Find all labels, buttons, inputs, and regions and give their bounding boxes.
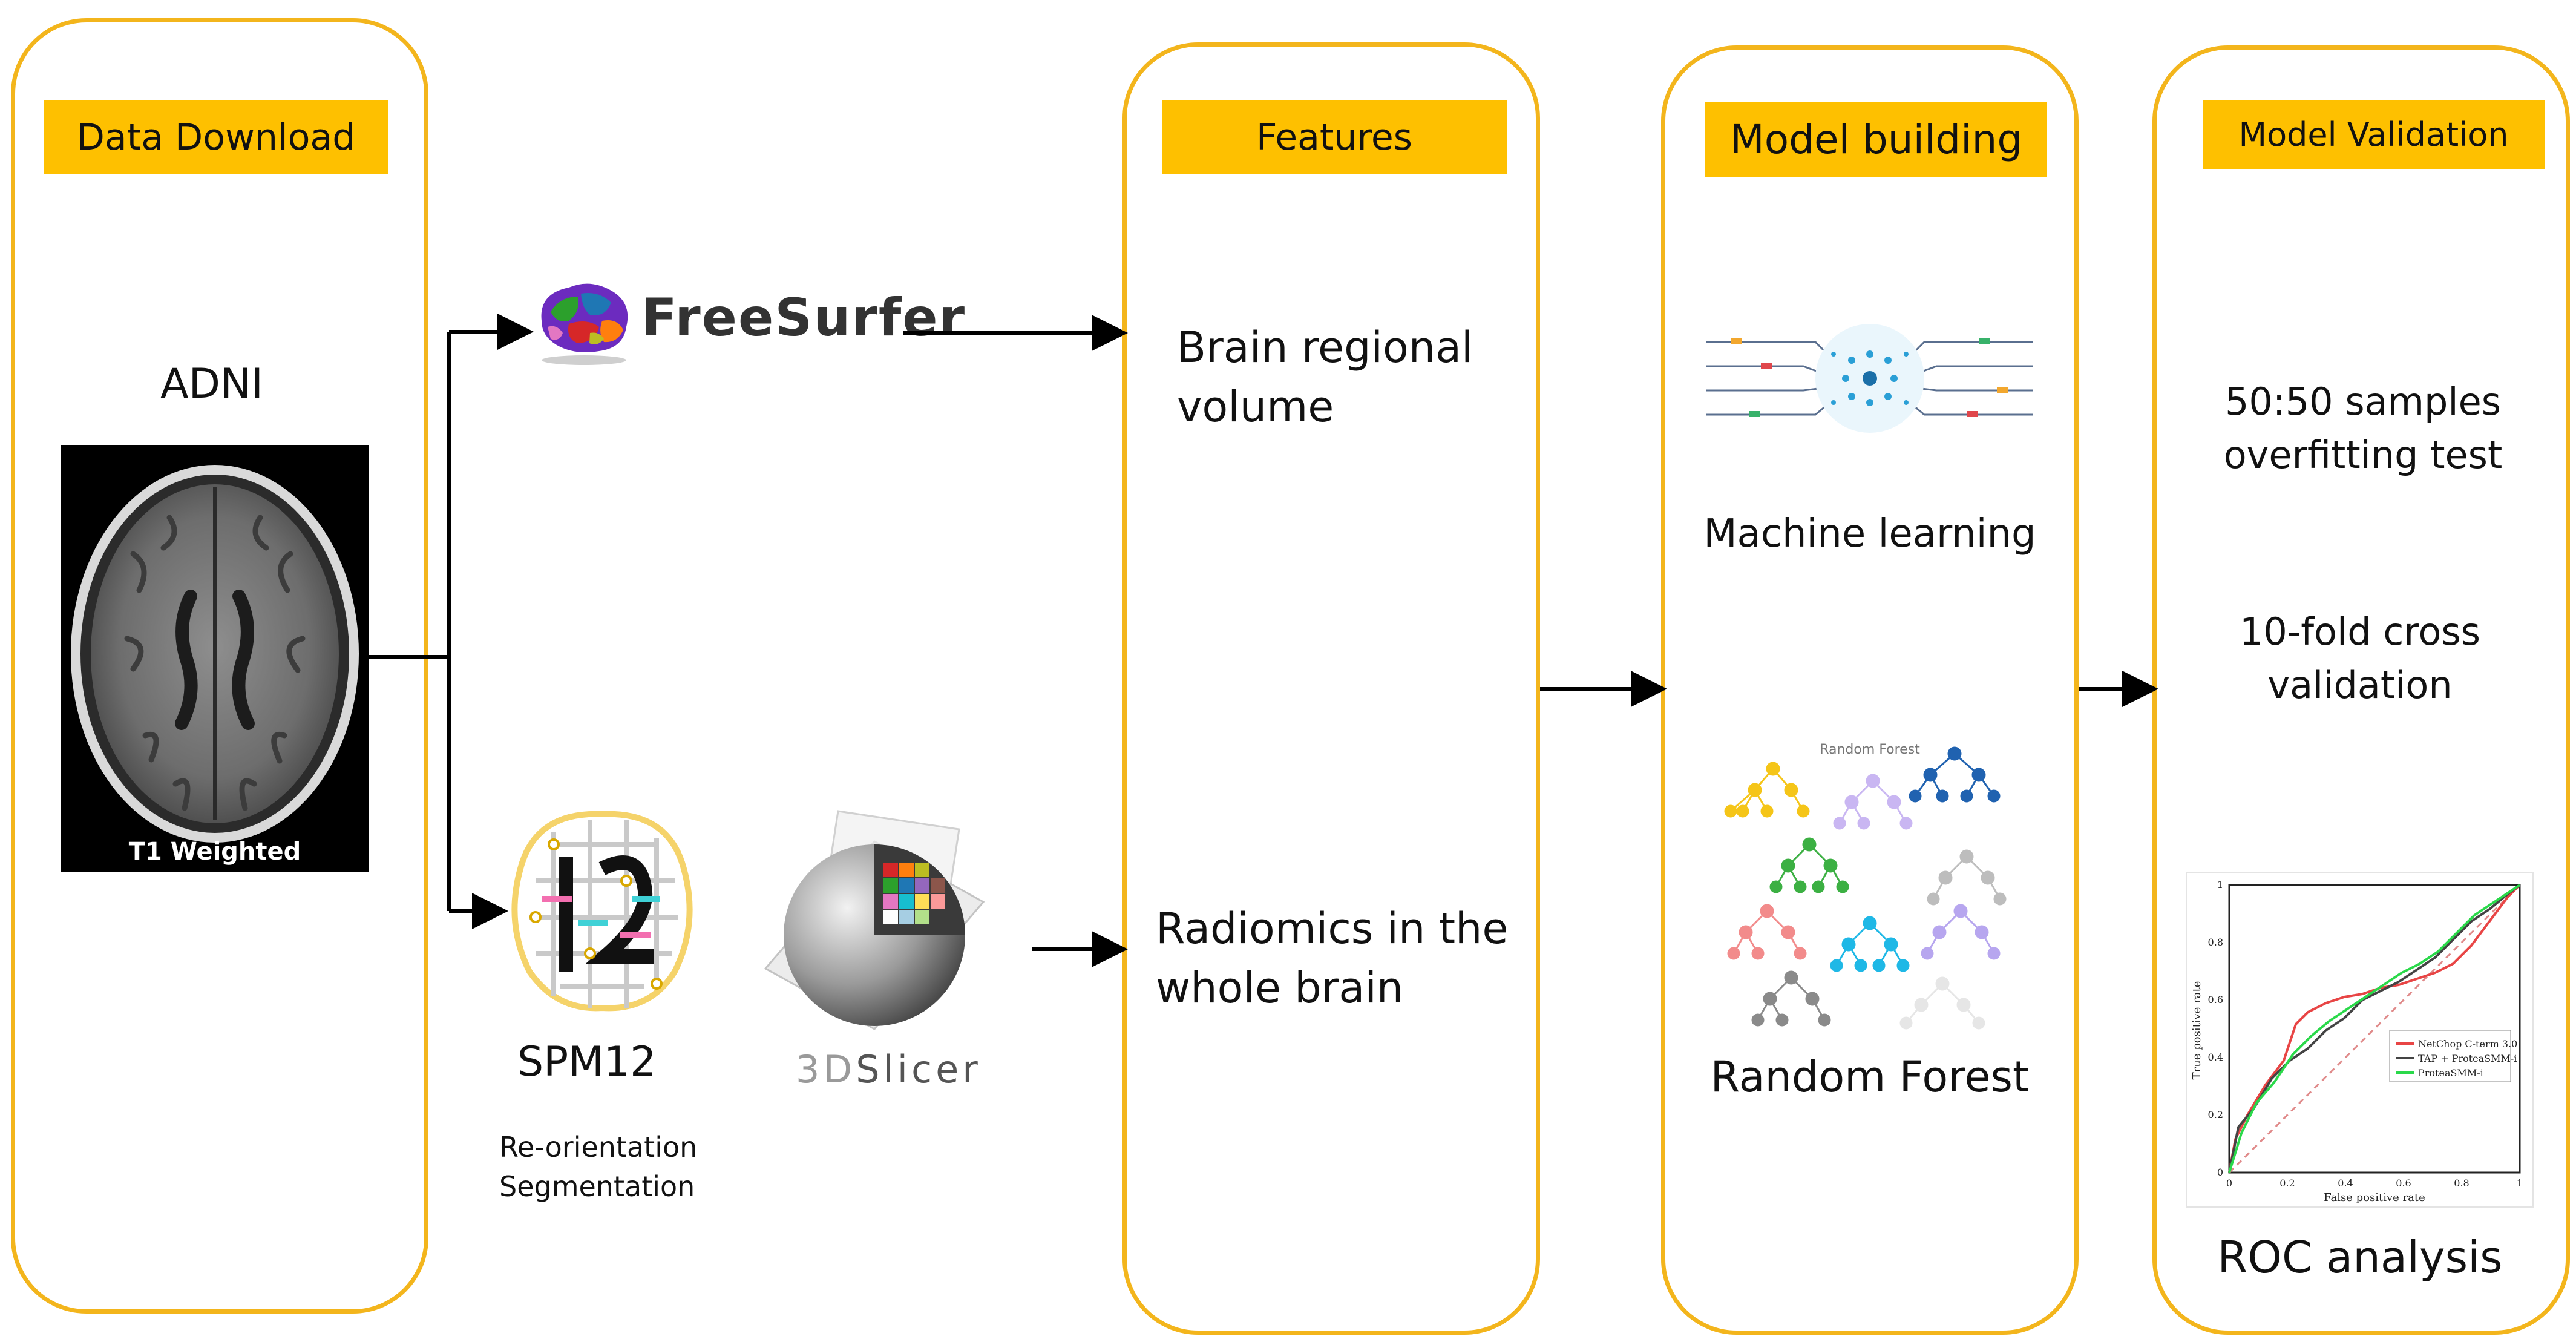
header-features: Features bbox=[1162, 100, 1507, 174]
svg-text:0.8: 0.8 bbox=[2208, 936, 2223, 948]
validation-overfitting-test: 50:50 samples overfitting test bbox=[2223, 380, 2503, 477]
svg-text:0.8: 0.8 bbox=[2454, 1177, 2469, 1189]
header-model-building: Model building bbox=[1705, 102, 2047, 177]
validation-roc-analysis-label: ROC analysis bbox=[2217, 1232, 2503, 1283]
model-random-forest-label: Random Forest bbox=[1710, 1052, 2030, 1102]
roc-legend-1: NetChop C-term 3.0 bbox=[2418, 1038, 2517, 1050]
svg-text:0.2: 0.2 bbox=[2208, 1109, 2223, 1120]
freesurfer-label: FreeSurfer bbox=[641, 288, 966, 348]
3dslicer-label: 3DSlicer bbox=[796, 1047, 982, 1091]
feature-brain-regional-volume: Brain regional volume bbox=[1177, 323, 1473, 432]
roc-curve-svg: NetChop C-term 3.0 TAP + ProteaSMM-i Pro… bbox=[2191, 879, 2523, 1204]
roc-y-axis-label: True positive rate bbox=[2191, 981, 2203, 1080]
3dslicer-label-suffix: Slicer bbox=[856, 1047, 982, 1091]
header-model-validation: Model Validation bbox=[2203, 100, 2545, 169]
model-machine-learning-label: Machine learning bbox=[1703, 512, 2036, 556]
roc-legend-3: ProteaSMM-i bbox=[2418, 1067, 2483, 1079]
spm12-step-reorientation: Re-orientation bbox=[499, 1131, 698, 1163]
svg-text:0.4: 0.4 bbox=[2208, 1051, 2223, 1063]
3dslicer-label-prefix: 3D bbox=[796, 1047, 856, 1091]
header-model-validation-text: Model Validation bbox=[2238, 116, 2509, 154]
header-features-text: Features bbox=[1256, 116, 1412, 159]
svg-text:0: 0 bbox=[2217, 1166, 2223, 1178]
random-forest-mini-title: Random Forest bbox=[1820, 742, 1920, 757]
roc-curve-plot: NetChop C-term 3.0 TAP + ProteaSMM-i Pro… bbox=[2186, 872, 2534, 1208]
roc-legend-2: TAP + ProteaSMM-i bbox=[2418, 1053, 2517, 1064]
svg-text:0.4: 0.4 bbox=[2338, 1177, 2353, 1189]
svg-text:0: 0 bbox=[2226, 1177, 2232, 1189]
feature-radiomics-whole-brain: Radiomics in the whole brain bbox=[1156, 904, 1509, 1013]
validation-cross-validation: 10-fold cross validation bbox=[2239, 610, 2481, 707]
header-data-download-text: Data Download bbox=[76, 116, 356, 159]
mri-image: T1 Weighted bbox=[61, 445, 369, 872]
spm-brain-icon bbox=[511, 811, 693, 1012]
spm12-logo bbox=[499, 802, 705, 1020]
3dslicer-logo bbox=[753, 805, 995, 1059]
freesurfer-logo bbox=[533, 275, 635, 366]
machine-learning-illustration bbox=[1694, 300, 2045, 457]
spm12-step-segmentation: Segmentation bbox=[499, 1170, 695, 1203]
slicer-cube-icon bbox=[764, 810, 985, 1030]
slicer-color-grid bbox=[883, 863, 945, 924]
column-features bbox=[1122, 42, 1540, 1335]
ai-network-icon bbox=[1706, 324, 2033, 433]
brain-mri-illustration: T1 Weighted bbox=[71, 465, 359, 866]
random-forest-illustration: Random Forest bbox=[1719, 735, 2021, 1032]
header-data-download: Data Download bbox=[44, 100, 388, 174]
svg-text:1: 1 bbox=[2217, 879, 2223, 890]
column-model-building bbox=[1661, 45, 2079, 1335]
svg-text:1: 1 bbox=[2517, 1177, 2523, 1189]
svg-text:0.6: 0.6 bbox=[2396, 1177, 2411, 1189]
header-model-building-text: Model building bbox=[1729, 116, 2023, 163]
roc-x-axis-label: False positive rate bbox=[2324, 1191, 2425, 1204]
random-forest-icon: Random Forest bbox=[1724, 742, 2007, 1030]
mri-caption: T1 Weighted bbox=[129, 838, 301, 866]
brain-icon bbox=[541, 283, 628, 365]
spm12-label: SPM12 bbox=[517, 1038, 657, 1086]
source-label-adni: ADNI bbox=[160, 360, 263, 408]
svg-text:0.2: 0.2 bbox=[2279, 1177, 2295, 1189]
svg-text:0.6: 0.6 bbox=[2208, 994, 2223, 1005]
